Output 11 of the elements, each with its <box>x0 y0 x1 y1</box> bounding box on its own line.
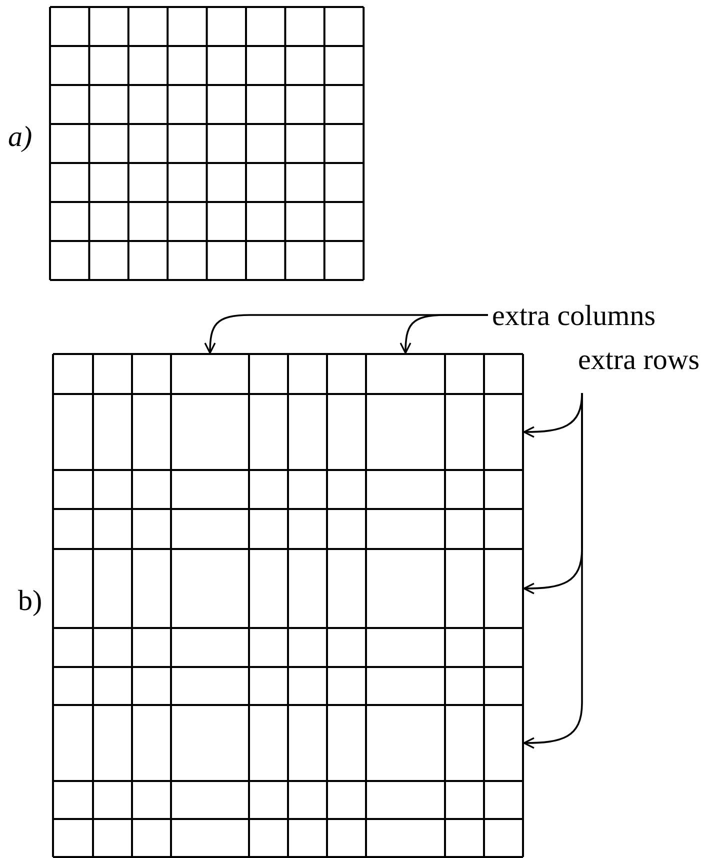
panel-label: b) <box>18 585 42 617</box>
leader-line <box>523 393 583 749</box>
extra-row <box>52 393 524 471</box>
callout-text: extra rows <box>578 344 700 376</box>
callout-text: extra columns <box>492 300 656 332</box>
extra-row <box>52 704 524 782</box>
extra-column <box>170 353 250 858</box>
panel-label: a) <box>8 121 32 153</box>
extra-row <box>52 548 524 629</box>
leader-line <box>400 314 488 354</box>
extra-column <box>365 353 446 858</box>
